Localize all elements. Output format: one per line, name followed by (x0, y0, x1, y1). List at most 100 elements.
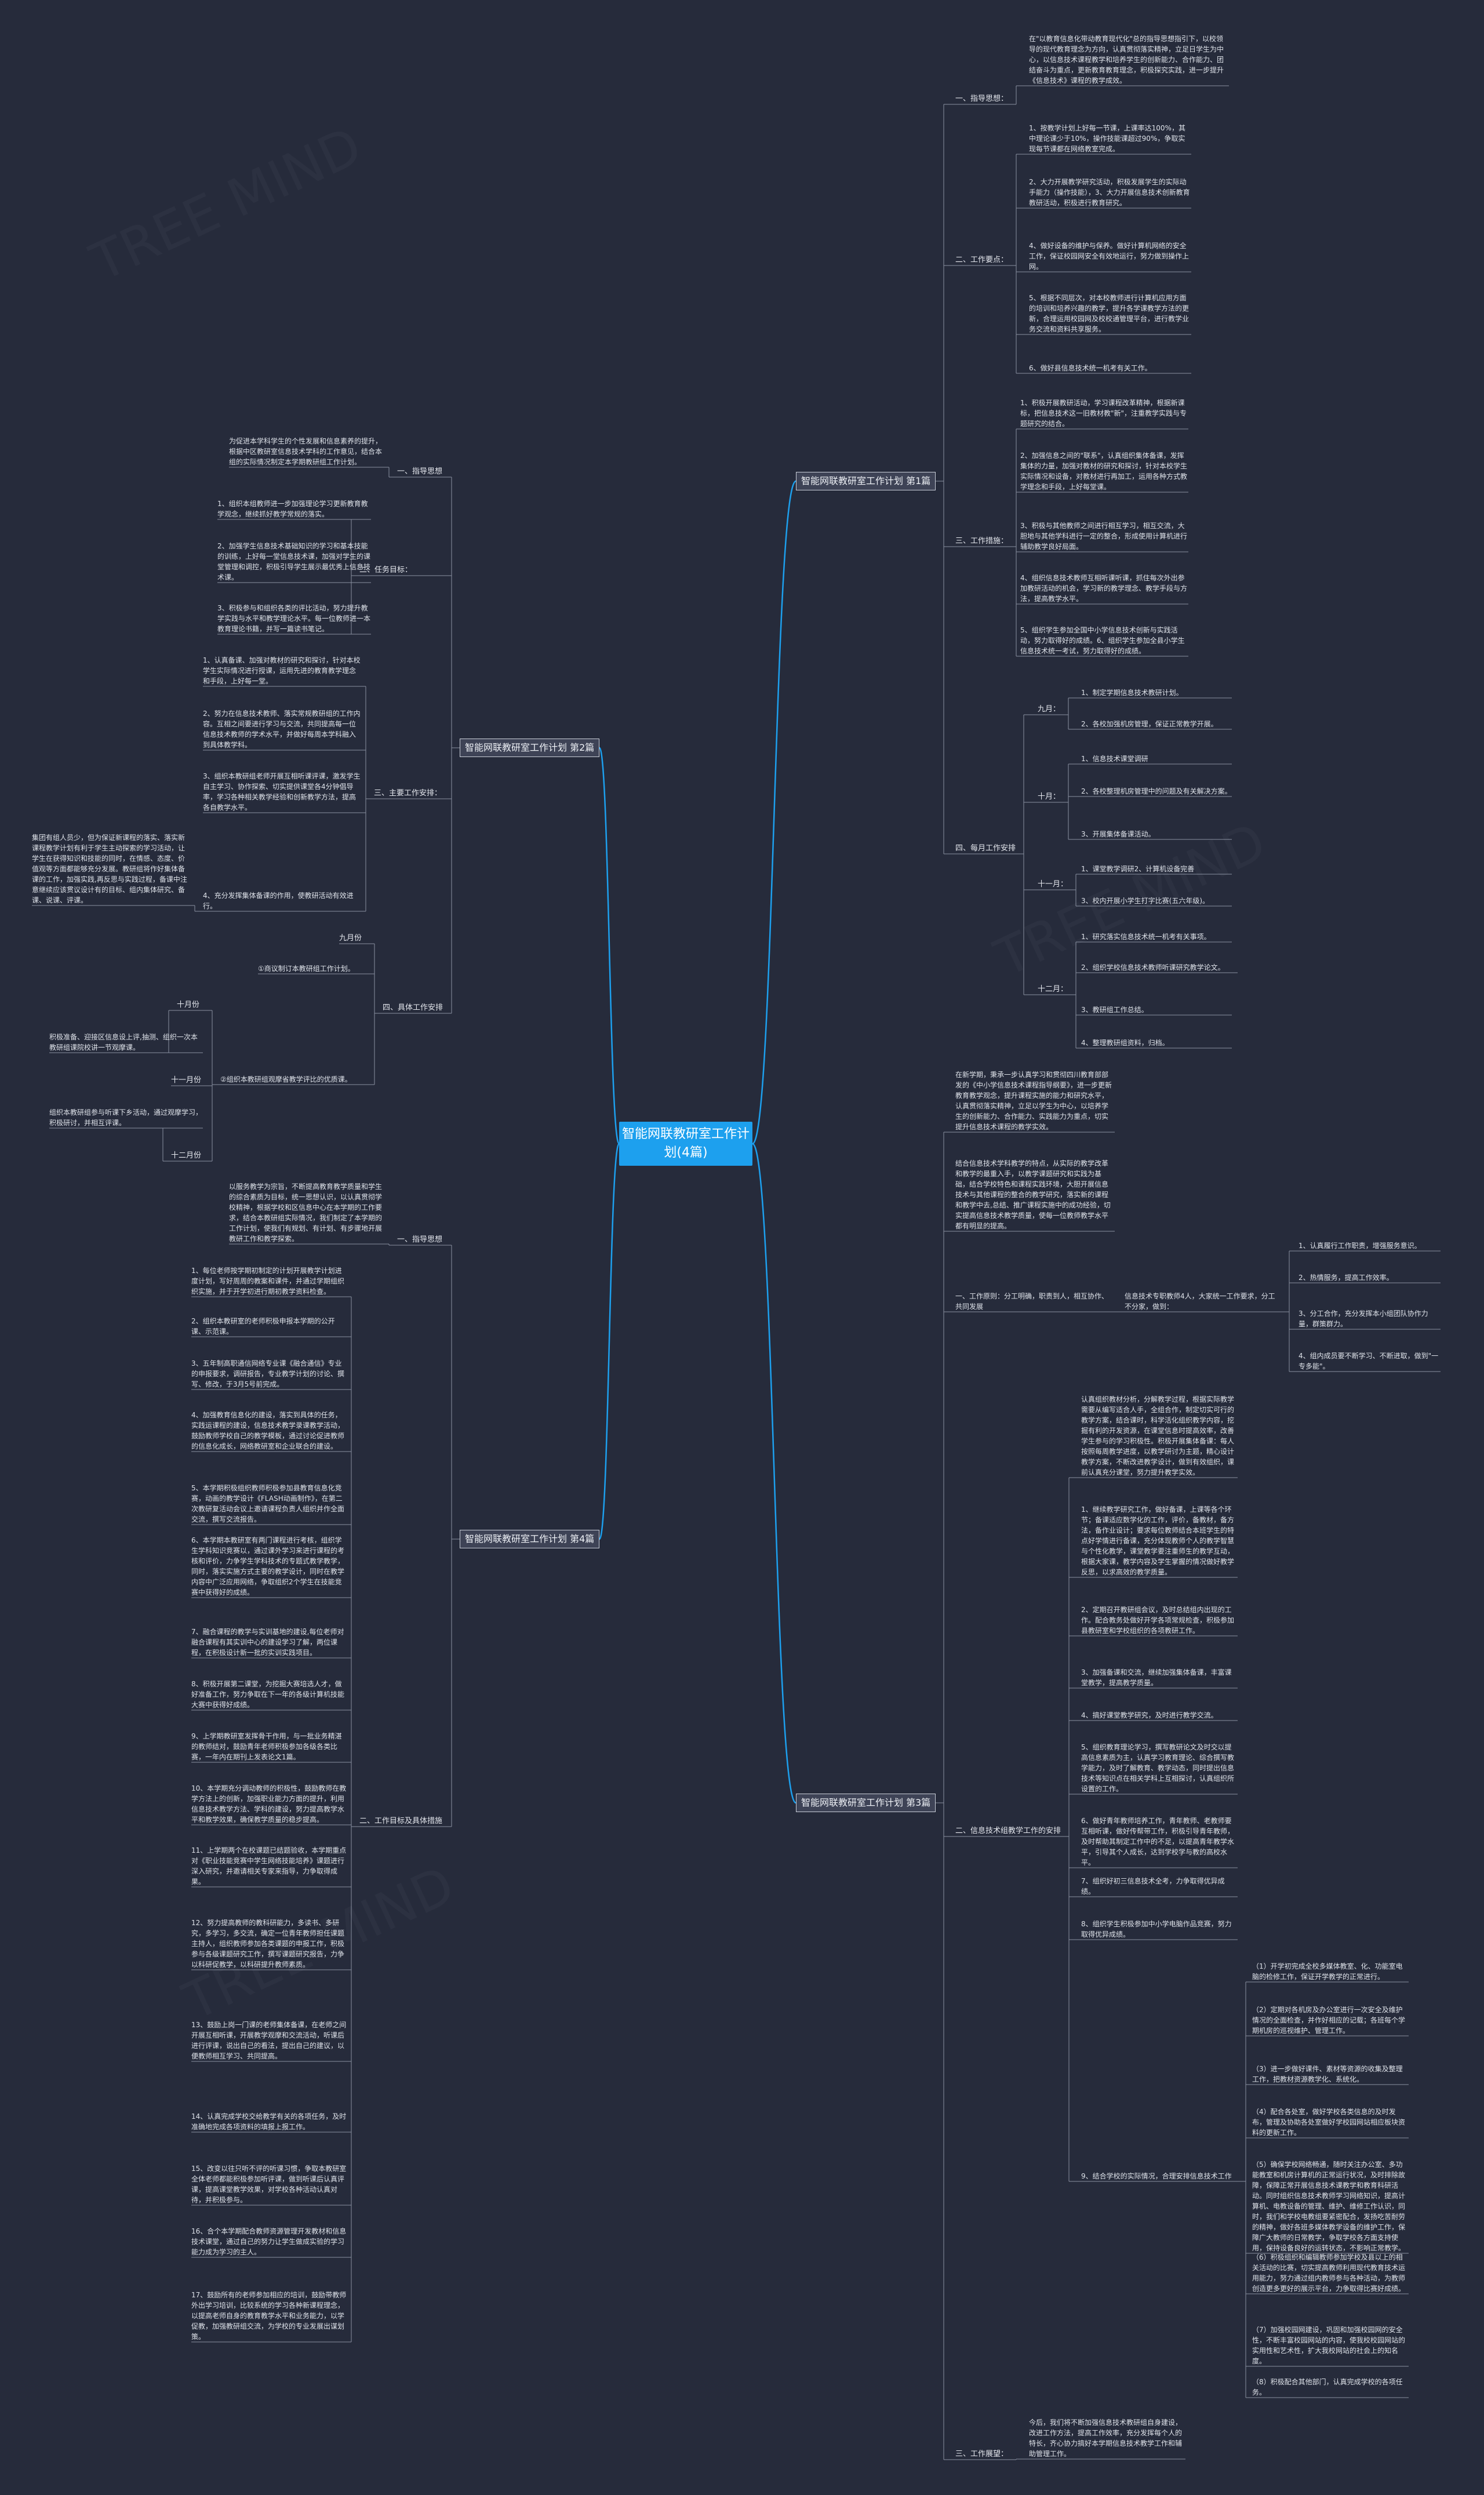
list-item: 3、组织本教研组老师开展互相听课评课，激发学生自主学习、协作探索、切实提供课堂各… (203, 772, 361, 812)
list-item: 2、热情服务，提高工作效率。 (1298, 1274, 1394, 1282)
list-item: 2、努力在信息技术教师、落实常规教研组的工作内容。互相之间要进行学习与交流，共同… (203, 710, 361, 749)
list-item: （2）定期对各机房及办公室进行一次安全及维护情况的全面检查，并作好相应的记载；各… (1252, 2006, 1406, 2035)
list-item: 4、整理教研组资料，归档。 (1081, 1039, 1169, 1047)
list-item: 2、组织学校信息技术教师听课研究教学论文。 (1081, 963, 1225, 972)
list-item: 3、分工合作，充分发挥本小组团队协作力量，群策群力。 (1298, 1310, 1428, 1328)
p3-section-arrangement[interactable]: 二、信息技术组教学工作的安排 (955, 1827, 1061, 1835)
connector-line (598, 1143, 620, 1540)
p3-principle-sub: 信息技术专职教师4人，大家统一工作要求，分工不分家，做到： (1125, 1292, 1275, 1311)
list-item: 2、定期召开教研组会议，及时总结组内出现的工作。配合教务处做好开学各项常规检查，… (1081, 1606, 1235, 1635)
p1-section-measures[interactable]: 三、工作措施： (955, 537, 1009, 545)
list-item: 4、充分发挥集体备课的作用，使教研活动有效进行。 (203, 892, 354, 910)
connector-line (598, 747, 620, 1145)
list-item: 1、按教学计划上好每一节课，上课率达100%，其中理论课少于10%，操作技能课超… (1029, 124, 1185, 153)
list-item: 2、各校加强机房管理，保证正常教学开展。 (1081, 720, 1218, 728)
branch-part-3[interactable]: 智能网联教研室工作计划 第3篇 (796, 1794, 936, 1812)
list-item: 6、本学期本教研室有两门课程进行考核，组织学生学科知识竞赛以，通过课外学习来进行… (191, 1536, 345, 1596)
list-item: 6、做好青年教师培养工作，青年教师、老教师要互相听课，做好传帮带工作，积极引导青… (1081, 1817, 1235, 1867)
p2-section-work[interactable]: 三、主要工作安排： (374, 789, 442, 798)
list-item: ②组织本教研组观摩省教学评比的优质课。 (220, 1075, 352, 1083)
list-item: 12、努力提高教师的教科研能力，多读书、多研究，多学习，多交流，确定一位青年教师… (191, 1919, 345, 1969)
p3-intro-text-2: 结合信息技术学科教学的特点，从实际的教学改革和教学的最重入手，以教学课题研究和实… (955, 1159, 1111, 1230)
list-item: 17、鼓励所有的老师参加相应的培训，鼓励带教师外出学习培训，比较系统的学习各种新… (191, 2291, 347, 2341)
list-item: 11、上学期两个在校课题已结题验收，本学期重点对《职业技能竞赛中学生网络技能培养… (191, 1846, 347, 1886)
list-item: 6、做好县信息技术统一机考有关工作。 (1029, 364, 1152, 372)
list-item: 4、组内成员要不断学习、不断进取，做到"一专多能"。 (1298, 1352, 1439, 1370)
list-item: 1、认真备课、加强对教材的研究和探讨，针对本校学生实际情况进行授课，运用先进的教… (203, 656, 361, 685)
root-topic[interactable]: 智能网联教研室工作计划(4篇) (619, 1122, 752, 1166)
branch-part-1[interactable]: 智能网联教研室工作计划 第1篇 (796, 472, 936, 490)
p4-section-targets[interactable]: 二、工作目标及具体措施 (359, 1817, 443, 1825)
list-item: 3、开展集体备课活动。 (1081, 830, 1155, 838)
list-item: 9、结合学校的实际情况，合理安排信息技术工作 (1081, 2172, 1232, 2180)
p2-section-guiding[interactable]: 一、指导思想 (397, 467, 443, 476)
p3-arrangement-intro: 认真组织教材分析，分解教学过程，根据实际教学需要从编写适合人手，全组合作，制定切… (1081, 1395, 1235, 1476)
list-item: 4、加强教育信息化的建设，落实到具体的任务，实践运课程的建设，信息技术教学录课教… (191, 1411, 345, 1450)
p1-month-dec[interactable]: 十二月： (1038, 985, 1068, 994)
list-item: 5、组织教育理论学习，撰写教研论文及时交以提高信息素质为主，认真学习教育理论、综… (1081, 1743, 1235, 1793)
p3-outlook-text: 今后，我们将不断加强信息技术教研组自身建设，改进工作方法，提高工作效率，充分发挥… (1029, 2418, 1183, 2458)
list-item: 3、积极参与和组织各类的评比活动，努力提升教学实践与水平和教学理论水平。每一位教… (217, 604, 371, 633)
branch-part-4[interactable]: 智能网联教研室工作计划 第4篇 (460, 1530, 600, 1548)
list-item: 5、组织学生参加全国中小学信息技术创新与实践活动，努力取得好的成绩。6、组织学生… (1020, 626, 1185, 655)
list-item: 1、认真履行工作职责，增强服务意识。 (1298, 1242, 1421, 1250)
watermark: TREE MIND (82, 115, 370, 293)
list-item: （5）确保学校网络畅通，随时关注办公室、多功能教室和机房计算机的正常运行状况，及… (1252, 2161, 1406, 2252)
list-item: 7、组织好初三信息技术全考，力争取得优异成绩。 (1081, 1877, 1225, 1896)
list-item: 8、组织学生积极参加中小学电脑作品竞赛，努力取得优异成绩。 (1081, 1920, 1232, 1938)
list-item: 2、加强学生信息技术基础知识的学习和基本技能的训练，上好每一堂信息技术课，加强对… (217, 542, 371, 581)
list-item: 3、教研组工作总结。 (1081, 1006, 1148, 1014)
list-item: 15、改变以往只听不评的听课习惯，争取本教研室全体老师都能积极参加听评课，做到听… (191, 2165, 347, 2204)
p1-month-oct[interactable]: 十月： (1038, 792, 1061, 801)
list-item: 2、大力开展教学研究活动，积极发展学生的实际动手能力（操作技能），3、大力开展信… (1029, 178, 1190, 207)
p2-section-schedule[interactable]: 四、具体工作安排 (383, 1003, 443, 1012)
list-item: 3、加强备课和交流，继续加强集体备课，丰富课堂教学，提高教学质量。 (1081, 1668, 1232, 1687)
connector-line (751, 480, 797, 1145)
p3-section-outlook[interactable]: 三、工作展望： (955, 2450, 1009, 2458)
list-item: 14、认真完成学校交给教学有关的各项任务，及时准确地完成各项资料的填报上报工作。 (191, 2112, 347, 2131)
list-item: 2、各校整理机房管理中的问题及有关解决方案。 (1081, 787, 1232, 795)
list-item: 1、积极开展教研活动，学习课程改革精神，根据新课标，把信息技术这一旧教材教"新"… (1020, 399, 1187, 428)
list-item: 2、加强信息之间的"联系"，认真组织集体备课，发挥集体的力量，加强对教材的研究和… (1020, 452, 1188, 491)
p3-section-principle[interactable]: 一、工作原则：分工明确，职责到人，相互协作、共同发展 (955, 1292, 1109, 1311)
p2-month-nov[interactable]: 十一月份 (171, 1076, 202, 1085)
p4-guiding-text: 以服务教学为宗旨，不断提高教育教学质量和学生的综合素质为目标，统一思想认识，以认… (229, 1183, 383, 1243)
list-item: （7）加强校园网建设，巩固和加强校园网的安全性，不断丰富校园网站的内容，使我校校… (1252, 2326, 1406, 2365)
p2-section-targets[interactable]: 二、任务目标： (359, 566, 413, 574)
p4-section-guiding[interactable]: 一、指导思想 (397, 1235, 443, 1244)
list-item: 2、组织本教研室的老师积极申报本学期的公开课、示范课。 (191, 1317, 335, 1336)
p2-note-text: 集团有组人员少，但为保证新课程的落实、落实新课程教学计划有利于学生主动探索的学习… (32, 834, 187, 904)
list-item: 8、积极开展第二课堂，为挖掘大赛培选人才，做好准备工作，努力争取在下一年的各级计… (191, 1680, 345, 1709)
p1-month-sep[interactable]: 九月： (1038, 705, 1061, 714)
list-item: 1、制定学期信息技术教研计划。 (1081, 689, 1183, 697)
branch-part-2[interactable]: 智能网联教研室工作计划 第2篇 (460, 739, 600, 757)
p1-guiding-text: 在"以教育信息化带动教育现代化"总的指导思想指引下，以校领导的现代教育理念为方向… (1029, 35, 1224, 85)
p1-section-monthly[interactable]: 四、每月工作安排 (955, 844, 1016, 853)
p2-month-dec[interactable]: 十二月份 (171, 1151, 202, 1160)
list-item: ①商议制订本教研组工作计划。 (258, 965, 355, 973)
list-item: （6）积极组织和编辑教师参加学校及县以上的相关活动的比赛，切实提高教师利用现代教… (1252, 2253, 1406, 2293)
list-item: 1、组织本组教师进一步加强理论学习更新教育教学观念，继续抓好教学常规的落实。 (217, 500, 368, 518)
list-item: （8）积极配合其他部门，认真完成学校的各项任务。 (1252, 2378, 1403, 2396)
list-item: 3、五年制高职通信网络专业课《融合通信》专业的申报要求，调研报告，专业教学计划的… (191, 1359, 345, 1388)
list-item: 16、合个本学期配合教师资源管理开发教材和信息技术课堂，通过自己的努力让学生做成… (191, 2227, 347, 2256)
list-item: 4、搞好课堂教学研究，及时进行教学交流。 (1081, 1711, 1218, 1719)
p1-month-nov[interactable]: 十一月： (1038, 880, 1068, 889)
list-item: 积极准备、迎接区信息设上评,抽测、组织一次本教研组课院校讲一节观摩课。 (49, 1033, 198, 1052)
list-item: （3）进一步做好课件、素材等资源的收集及整理工作，把教材资源教学化、系统化。 (1252, 2065, 1403, 2083)
p3-intro-text: 在新学期，秉承一步认真学习和贯彻四川教育部部发的《中小学信息技术课程指导纲要》，… (955, 1071, 1112, 1131)
list-item: （1）开学初完成全校多媒体教室、化、功能室电脑的检修工作，保证开学教学的正常进行… (1252, 1962, 1403, 1981)
list-item: 4、做好设备的维护与保养。做好计算机网络的安全工作，保证校园网安全有效地运行，努… (1029, 242, 1190, 271)
p2-month-sep[interactable]: 九月份 (339, 934, 362, 943)
list-item: 3、校内开展小学生打字比赛(五六年级)。 (1081, 897, 1209, 905)
p1-section-points[interactable]: 二、工作要点： (955, 256, 1009, 264)
list-item: 1、每位老师按学期初制定的计划开展教学计划进度计划，写好周周的教案和课件，并通过… (191, 1267, 345, 1296)
p1-section-guiding[interactable]: 一、指导思想： (955, 94, 1009, 103)
list-item: 3、积极与其他教师之间进行相互学习，相互交流，大胆地与其他学科进行一定的整合，形… (1020, 522, 1188, 551)
list-item: 13、鼓励上岗一门课的老师集体备课，在老师之间开展互相听课，开展教学观摩和交流活… (191, 2021, 347, 2060)
list-item: 1、信息技术课堂调研 (1081, 755, 1148, 763)
p2-month-oct[interactable]: 十月份 (177, 1001, 200, 1009)
list-item: 1、研究落实信息技术统一机考有关事项。 (1081, 933, 1211, 941)
list-item: 组织本教研组参与听课下乡活动，通过观摩学习，积极研讨，并相互评课。 (49, 1108, 203, 1127)
